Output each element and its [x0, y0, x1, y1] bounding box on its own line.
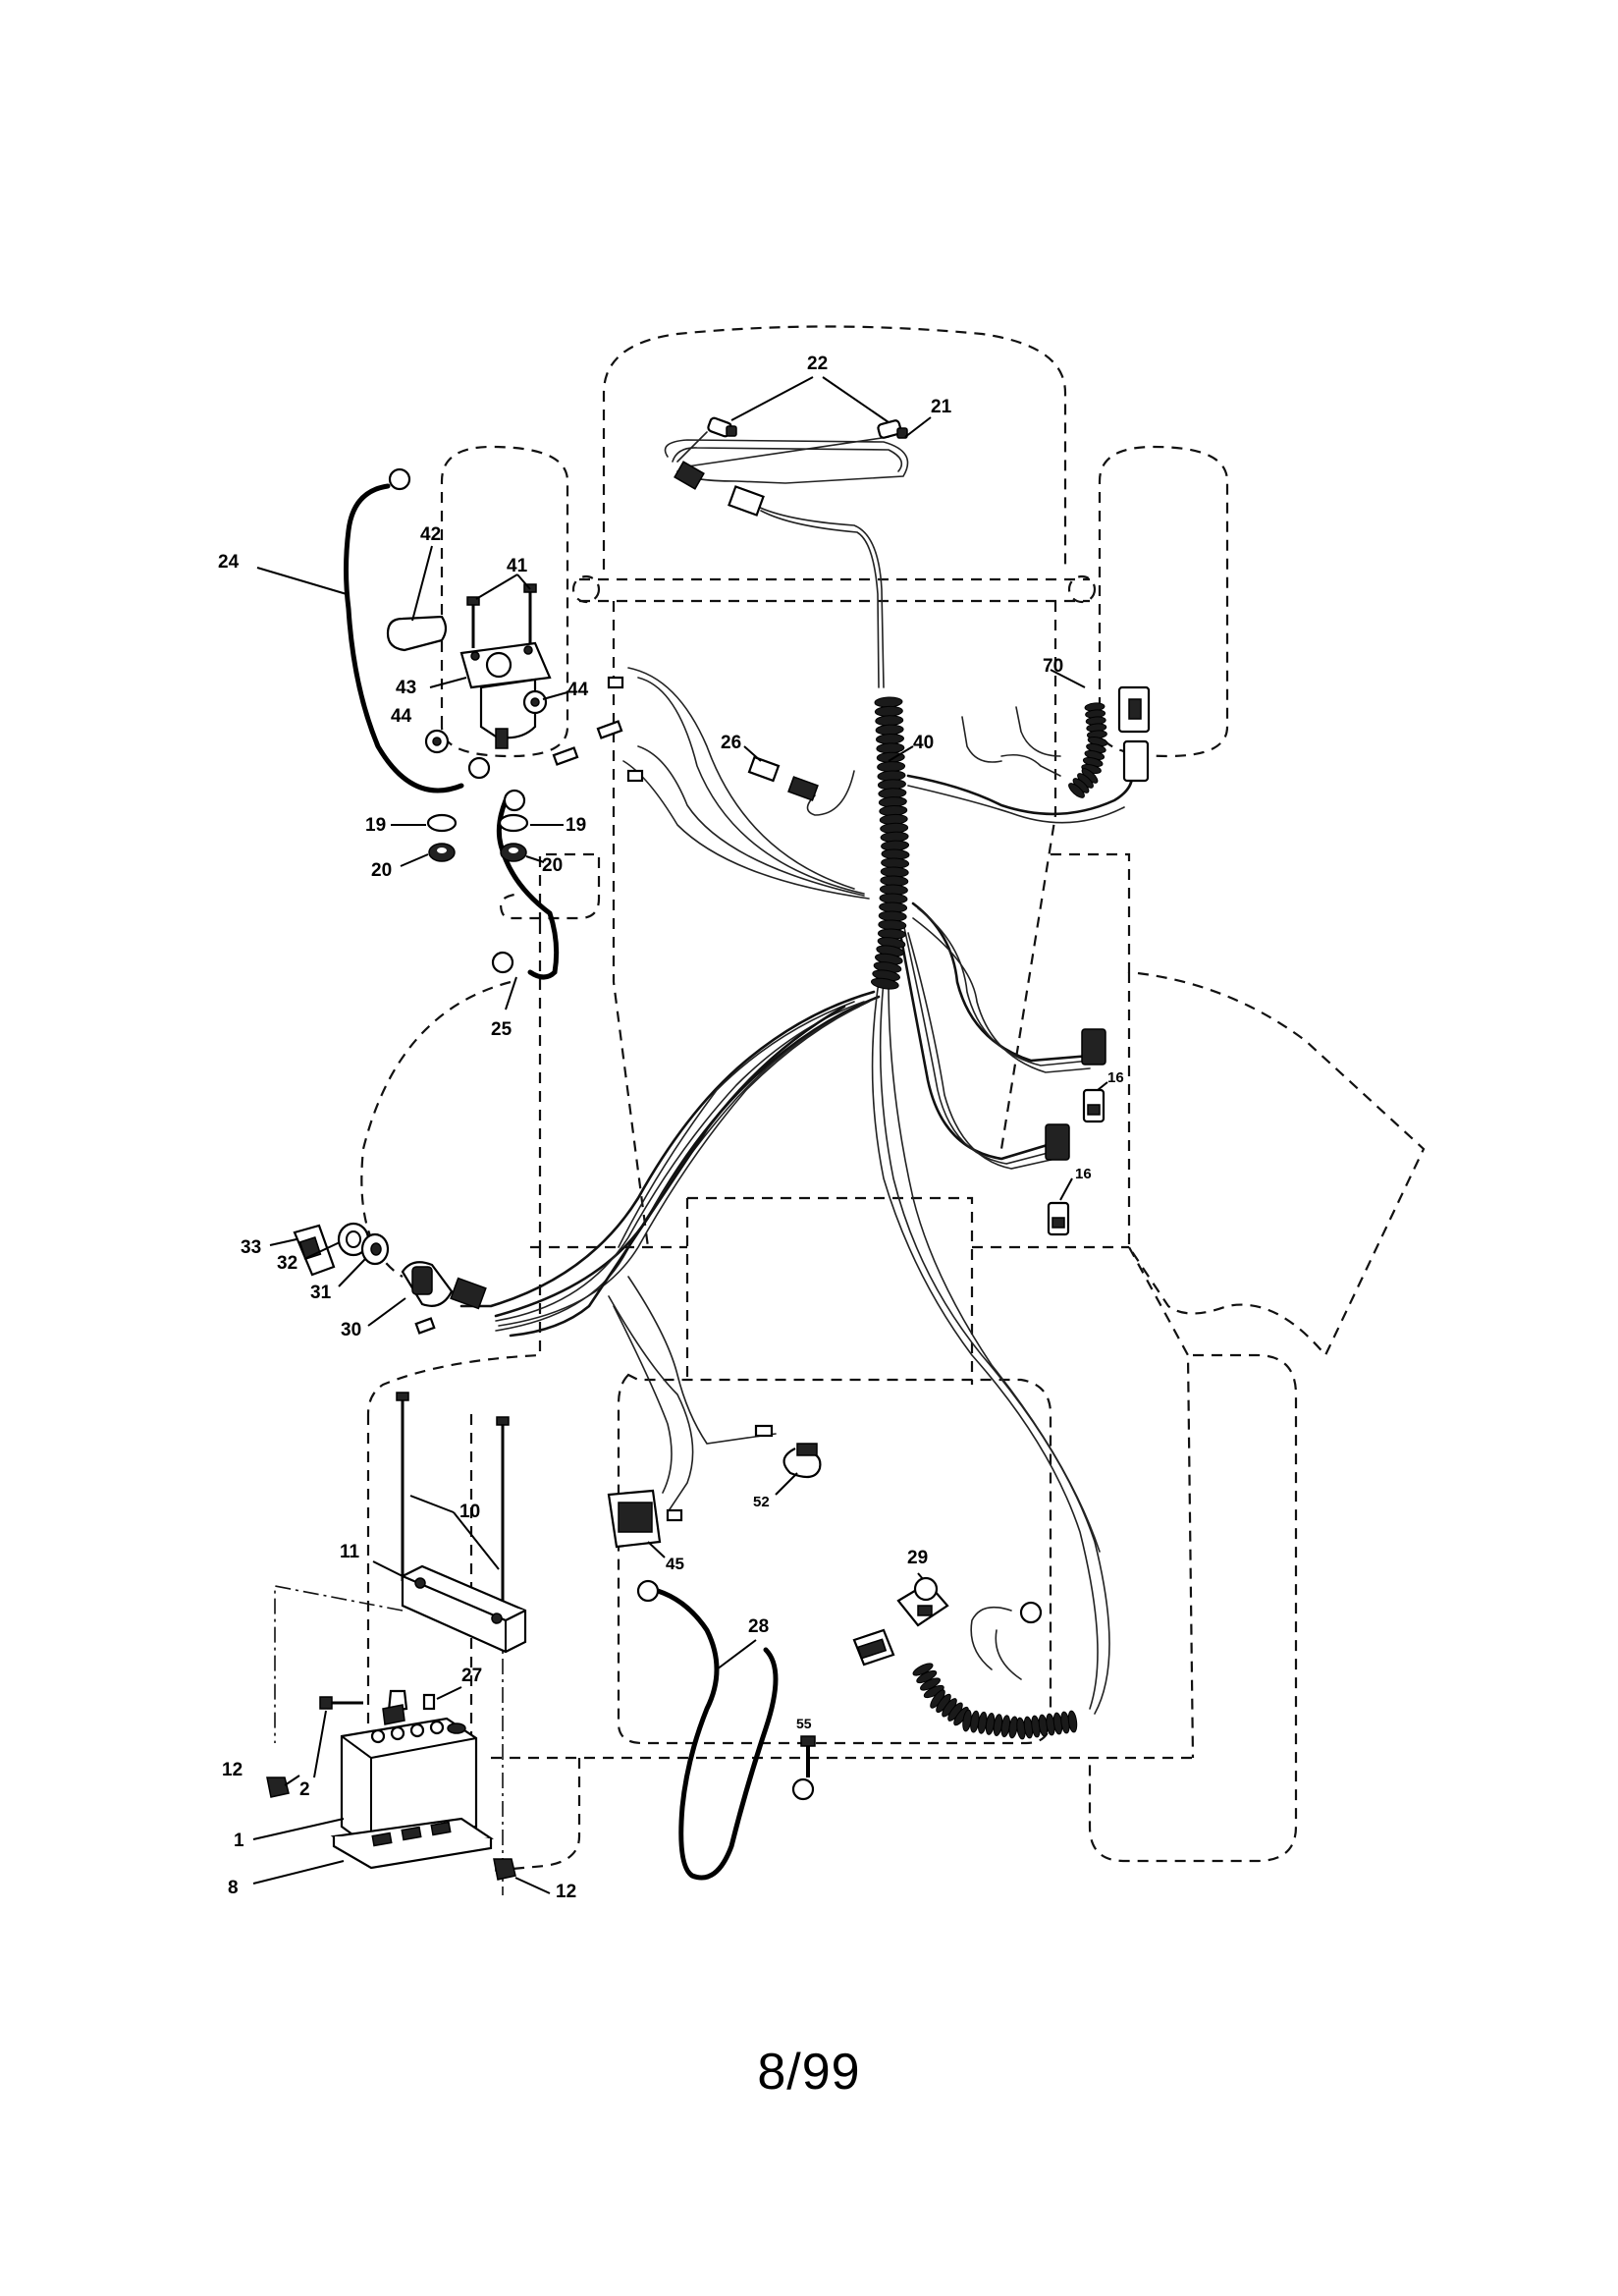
callout-25: 25: [491, 1019, 512, 1040]
bezel-31: [360, 1232, 390, 1266]
rear-coil-loom: [912, 1663, 1078, 1740]
side-coil-loom: [1068, 702, 1108, 798]
callout-41: 41: [507, 556, 528, 576]
battery-cables: [344, 483, 779, 1881]
solenoid-bracket: [459, 641, 552, 749]
callout-21: 21: [931, 397, 952, 417]
callout-12-right: 12: [556, 1882, 576, 1902]
ignition-key-33: [293, 1224, 336, 1277]
wire-loom: [870, 696, 910, 990]
harness-wires: [459, 431, 1134, 1715]
callout-1: 1: [234, 1831, 244, 1851]
callout-29: 29: [907, 1548, 928, 1568]
module-45: [607, 1489, 683, 1549]
terminal-bolt-2: [319, 1696, 363, 1710]
battery-tray-8: [330, 1817, 494, 1870]
headlight-bulb-left: [707, 416, 737, 438]
nut-44: [424, 689, 548, 754]
bolt-55: [800, 1735, 816, 1777]
battery: [340, 1704, 478, 1850]
callout-26: 26: [721, 733, 741, 753]
callout-24: 24: [218, 552, 240, 573]
callout-2: 2: [299, 1779, 310, 1800]
nut-32: [337, 1222, 370, 1257]
callout-20-right: 20: [542, 855, 563, 876]
callout-33: 33: [241, 1237, 261, 1258]
callout-8: 8: [228, 1878, 239, 1898]
loom-segment: [1068, 783, 1085, 798]
wing-nut-12: [266, 1777, 516, 1881]
leader-lines: [252, 376, 1108, 1894]
callout-52: 52: [753, 1494, 770, 1510]
switch-29: [852, 1576, 949, 1667]
headlight-switch-70: [1117, 685, 1151, 783]
callout-44-right: 44: [567, 680, 589, 700]
terminal-boot: [386, 615, 448, 652]
callout-labels: 22 21 24 42 41 43 44 44 70 26 40 19 19 2…: [218, 354, 1124, 1902]
callout-55: 55: [796, 1716, 812, 1731]
callout-16-upper: 16: [1107, 1069, 1124, 1086]
callout-42: 42: [420, 524, 441, 545]
switch-16-lower: [1045, 1123, 1070, 1236]
callout-16-lower: 16: [1075, 1166, 1092, 1182]
bolt-10: [396, 1392, 510, 1611]
callout-19-right: 19: [566, 815, 586, 836]
ignition-switch-30: [401, 1261, 487, 1335]
loom-segment: [1067, 1710, 1078, 1733]
part-52: [754, 1424, 822, 1479]
headlight-connector: [674, 461, 765, 517]
hold-down-bracket-11: [401, 1564, 527, 1654]
switch-16-upper: [1081, 1028, 1106, 1123]
callout-10: 10: [459, 1502, 480, 1522]
callout-12-left: 12: [222, 1760, 243, 1780]
callout-45: 45: [666, 1555, 684, 1573]
callout-44-left: 44: [391, 706, 412, 727]
washer-19: [426, 813, 529, 833]
callout-40: 40: [913, 733, 934, 753]
callout-43: 43: [396, 678, 416, 698]
callout-32: 32: [277, 1253, 297, 1274]
callout-28: 28: [748, 1616, 769, 1637]
loom-segment: [870, 977, 899, 990]
ring-terminals: [388, 467, 1043, 1801]
callout-27: 27: [461, 1666, 482, 1686]
callout-70: 70: [1043, 656, 1063, 677]
callout-22: 22: [807, 354, 828, 374]
callout-19-left: 19: [365, 815, 386, 836]
headlight-bulb-right: [877, 419, 908, 439]
callout-11: 11: [340, 1542, 360, 1562]
spade-terminals: [552, 676, 644, 783]
callout-31: 31: [310, 1283, 332, 1303]
callout-20-left: 20: [371, 860, 392, 881]
tractor-outline: [274, 325, 1426, 1895]
page-code: 8/99: [757, 2044, 861, 2101]
bolt-41: [466, 583, 537, 648]
callout-30: 30: [341, 1320, 361, 1340]
connector-26: [747, 755, 819, 801]
nut-20: [428, 843, 527, 862]
